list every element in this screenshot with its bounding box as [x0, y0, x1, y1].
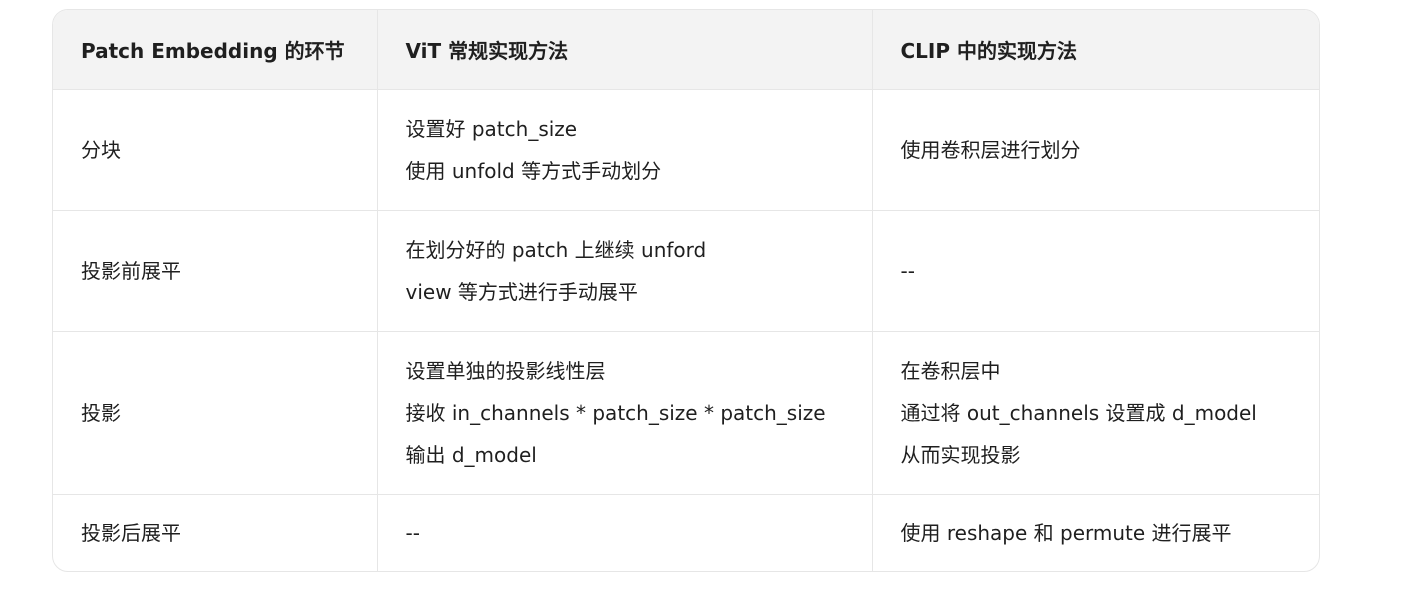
- cell-line: 设置单独的投影线性层: [405, 358, 606, 383]
- cell-step: 分块: [53, 89, 378, 211]
- table-row: 投影 设置单独的投影线性层 接收 in_channels * patch_siz…: [53, 331, 1319, 495]
- cell-vit: 在划分好的 patch 上继续 unford view 等方式进行手动展平: [377, 210, 873, 332]
- table-header-row: Patch Embedding 的环节 ViT 常规实现方法 CLIP 中的实现…: [53, 10, 1319, 90]
- cell-step: 投影前展平: [53, 210, 378, 332]
- cell-clip: --: [872, 210, 1319, 332]
- table-row: 投影前展平 在划分好的 patch 上继续 unford view 等方式进行手…: [53, 210, 1319, 332]
- header-clip: CLIP 中的实现方法: [872, 10, 1319, 90]
- cell-clip: 使用卷积层进行划分: [872, 89, 1319, 211]
- cell-vit: 设置好 patch_size 使用 unfold 等方式手动划分: [377, 89, 873, 211]
- table-row: 分块 设置好 patch_size 使用 unfold 等方式手动划分 使用卷积…: [53, 89, 1319, 211]
- header-step: Patch Embedding 的环节: [53, 10, 378, 90]
- cell-line: 在划分好的 patch 上继续 unford: [405, 237, 707, 262]
- cell-clip: 使用 reshape 和 permute 进行展平: [872, 494, 1319, 571]
- cell-line: 从而实现投影: [900, 442, 1021, 467]
- cell-step: 投影后展平: [53, 494, 378, 571]
- cell-line: 输出 d_model: [405, 442, 537, 467]
- cell-line: 设置好 patch_size: [405, 116, 578, 141]
- patch-embedding-table: Patch Embedding 的环节 ViT 常规实现方法 CLIP 中的实现…: [53, 10, 1319, 571]
- cell-clip: 在卷积层中 通过将 out_channels 设置成 d_model 从而实现投…: [872, 331, 1319, 495]
- cell-line: 使用卷积层进行划分: [900, 137, 1081, 162]
- header-vit: ViT 常规实现方法: [377, 10, 873, 90]
- cell-line: --: [405, 521, 420, 546]
- cell-line: --: [900, 258, 915, 283]
- cell-vit: --: [377, 494, 873, 571]
- cell-line: view 等方式进行手动展平: [405, 279, 638, 304]
- cell-line: 使用 reshape 和 permute 进行展平: [900, 521, 1232, 546]
- cell-step: 投影: [53, 331, 378, 495]
- cell-line: 通过将 out_channels 设置成 d_model: [900, 400, 1257, 425]
- comparison-table: Patch Embedding 的环节 ViT 常规实现方法 CLIP 中的实现…: [52, 9, 1320, 572]
- cell-vit: 设置单独的投影线性层 接收 in_channels * patch_size *…: [377, 331, 873, 495]
- cell-line: 在卷积层中: [900, 358, 1001, 383]
- cell-line: 使用 unfold 等方式手动划分: [405, 158, 662, 183]
- table-row: 投影后展平 -- 使用 reshape 和 permute 进行展平: [53, 494, 1319, 571]
- cell-line: 接收 in_channels * patch_size * patch_size: [405, 400, 826, 425]
